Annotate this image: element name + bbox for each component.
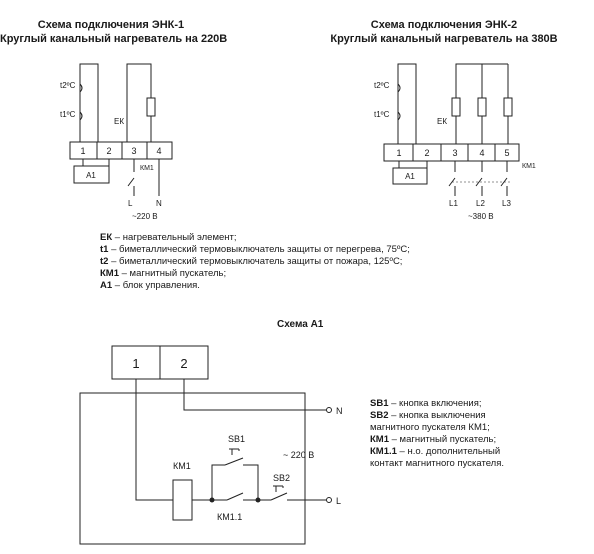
a1-terminal-1: 1 — [132, 356, 139, 371]
enk1-title-line1: Схема подключения ЭНК-1 — [37, 19, 185, 31]
enk2-heater-element-2 — [477, 97, 487, 117]
enk1-t1-label: t1ºC — [60, 110, 76, 119]
enk2-diagram: t2ºC t1ºC ЕК 1 2 3 4 5 А1 КМ1 L1 L2 L3 — [374, 63, 536, 221]
legend-row: КМ1 – магнитный пускатель; — [100, 268, 227, 279]
enk2-km1-label: КМ1 — [522, 163, 536, 170]
a1-sb2-label: SB2 — [273, 473, 290, 483]
enk1-l-label: L — [128, 199, 133, 208]
a1-diagram: Схема А1 1 2 N КМ1 SB1 КМ1.1 SB2 L — [79, 319, 343, 545]
enk2-terminal-block — [383, 143, 520, 162]
enk1-terminal-2: 2 — [106, 146, 111, 156]
enk2-a1-label: А1 — [405, 172, 415, 181]
a1-terminal-2: 2 — [180, 356, 187, 371]
enk2-ek-label: ЕК — [437, 117, 447, 126]
enk1-heater-element — [146, 97, 156, 117]
legend-row: А1 – блок управления. — [100, 280, 200, 291]
enk1-ek-label: ЕК — [114, 117, 124, 126]
legend-row: КМ1 – магнитный пускатель; — [370, 434, 497, 445]
enk2-l3-label: L3 — [502, 199, 511, 208]
a1-n-label: N — [336, 406, 343, 416]
a1-l-label: L — [336, 496, 341, 506]
enk2-heater-element-3 — [503, 97, 513, 117]
a1-km11-label: КМ1.1 — [217, 512, 242, 522]
a1-km1-coil — [172, 479, 193, 521]
a1-legend: SB1 – кнопка включения; SB2 – кнопка вык… — [370, 398, 504, 470]
enk1-diagram: t2ºC t1ºC ЕК 1 2 3 4 А1 КМ1 L N ~220 В — [60, 63, 173, 221]
a1-sb1-label: SB1 — [228, 434, 245, 444]
enk2-voltage-label: ~380 В — [468, 212, 494, 221]
enk1-n-label: N — [156, 199, 162, 208]
enk-legend: ЕК – нагревательный элемент; t1 – бимета… — [100, 232, 410, 292]
a1-housing — [79, 392, 306, 545]
legend-row: t2 – биметаллический термовыключатель за… — [100, 256, 403, 267]
legend-row: контакт магнитного пускателя. — [370, 458, 504, 469]
enk1-terminal-4: 4 — [156, 146, 161, 156]
enk1-title: Схема подключения ЭНК-1 Круглый канальны… — [0, 18, 228, 46]
enk1-km1-label: КМ1 — [140, 165, 154, 172]
a1-n-terminal — [326, 407, 332, 413]
a1-voltage-label: ~ 220 В — [283, 450, 314, 460]
enk2-terminal-5: 5 — [504, 148, 509, 158]
a1-title: Схема А1 — [277, 319, 324, 330]
legend-row: SB2 – кнопка выключения — [370, 410, 486, 421]
enk2-title-line1: Схема подключения ЭНК-2 — [370, 19, 518, 31]
legend-row: КМ1.1 – н.о. дополнительный — [370, 446, 501, 457]
enk2-a1-block — [392, 167, 428, 185]
a1-l-terminal — [326, 497, 332, 503]
enk2-heater-element-1 — [451, 97, 461, 117]
enk2-l1-label: L1 — [449, 199, 458, 208]
enk1-a1-block — [73, 165, 110, 184]
enk1-a1-label: А1 — [86, 171, 96, 180]
a1-km1-label: КМ1 — [173, 461, 191, 471]
enk2-title-line2: Круглый канальный нагреватель на 380В — [330, 33, 558, 45]
legend-row: t1 – биметаллический термовыключатель за… — [100, 244, 410, 255]
enk1-t2-label: t2ºC — [60, 81, 76, 90]
enk2-title: Схема подключения ЭНК-2 Круглый канальны… — [313, 18, 575, 46]
enk2-terminal-3: 3 — [452, 148, 457, 158]
legend-row: ЕК – нагревательный элемент; — [100, 232, 237, 243]
enk1-voltage-label: ~220 В — [132, 212, 158, 221]
enk2-terminal-2: 2 — [424, 148, 429, 158]
enk2-l2-label: L2 — [476, 199, 485, 208]
enk2-terminal-1: 1 — [396, 148, 401, 158]
enk2-t1-label: t1ºC — [374, 110, 390, 119]
legend-row: магнитного пускателя КМ1; — [370, 422, 490, 433]
enk2-t2-label: t2ºC — [374, 81, 390, 90]
enk1-terminal-3: 3 — [131, 146, 136, 156]
legend-row: SB1 – кнопка включения; — [370, 398, 482, 409]
enk1-title-line2: Круглый канальный нагреватель на 220В — [0, 33, 228, 45]
enk1-terminal-1: 1 — [80, 146, 85, 156]
enk2-terminal-4: 4 — [479, 148, 484, 158]
